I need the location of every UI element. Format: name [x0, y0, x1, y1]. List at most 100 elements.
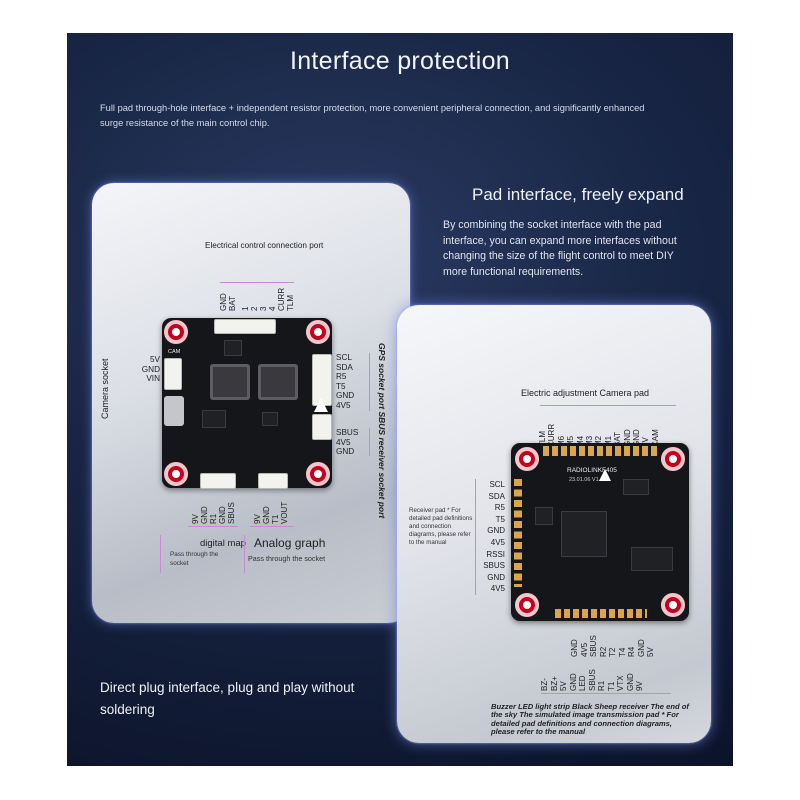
bottom-pad-pin: BZ- [540, 678, 549, 691]
gps-pin: GND [336, 391, 355, 400]
digital-pin: R1 [209, 513, 218, 524]
top-pad-pin: CURR [547, 423, 557, 447]
bottom-pad-pin: SBUS [587, 669, 597, 691]
bottom-pad-pin: BZ+ [549, 676, 559, 691]
left-pad-pin: R5 [494, 503, 505, 513]
esc-pin: 1 [241, 306, 250, 311]
bottom-pad-pin: GND [625, 673, 635, 691]
top-pad-labels: TLM CURR M6 M5 M4 M3 M2 M1 BAT GND GND 5… [538, 409, 660, 447]
pad-interface-desc: By combining the socket interface with t… [443, 219, 677, 278]
bottom-pad-pin: VTX [616, 675, 625, 691]
pad-board-card: Electric adjustment Camera pad TLM CURR … [397, 305, 711, 743]
bottom-pad-pin: R4 [627, 646, 636, 657]
bottom-row2-labels: BZ- BZ+ 5V GND LED SBUS R1 T1 VTX GND 9V [540, 655, 644, 691]
analog-pin: 9V [253, 514, 262, 524]
esc-bracket [220, 282, 294, 283]
left-pad-labels: SCL SDA R5 T5 GND 4V5 RSSI SBUS GND 4V5 [479, 479, 505, 595]
sbus-pin: 4V5 [336, 437, 351, 447]
left-pad-column [514, 479, 522, 587]
gps-pins: SCL SDA R5 T5 GND 4V5 [336, 353, 366, 410]
left-pad-pin: SCL [489, 480, 505, 489]
top-pad-pin: TLM [538, 431, 547, 447]
camera-pin: GND [141, 364, 160, 374]
board-name: RADIOLINKF405 [567, 467, 617, 474]
top-pad-row [543, 446, 657, 456]
mount-hole [661, 593, 685, 617]
esc-pin: TLM [286, 295, 295, 311]
sbus-pin: SBUS [336, 428, 359, 437]
digital-connector [200, 473, 236, 489]
esc-pin: GND [219, 293, 228, 311]
esc-pin: CURR [277, 287, 286, 311]
left-pad-pin: 4V5 [490, 537, 505, 547]
camera-pins: 5V GND VIN [136, 355, 160, 384]
sbus-bracket [369, 428, 370, 456]
analog-pin-labels: 9V GND T1 VOUT [253, 490, 289, 524]
gps-pin: SCL [336, 353, 352, 362]
mount-hole [306, 320, 330, 344]
analog-graph-label: Analog graph [254, 536, 326, 550]
digital-pin-labels: 9V GND R1 GND SBUS [191, 490, 236, 524]
digital-map-sub: Pass through the socket [170, 551, 219, 567]
bottom-pad-pin: GND [636, 639, 646, 657]
digital-bracket [188, 526, 238, 527]
mount-hole [164, 462, 188, 486]
chip [202, 410, 226, 428]
top-pad-pin: CAM [650, 429, 660, 447]
chip [623, 479, 649, 495]
bottom-pad-pin: 5V [559, 681, 568, 691]
pad-interface-heading: Pad interface, freely expand [472, 185, 684, 204]
camera-connector [164, 358, 182, 390]
digital-pin: SBUS [227, 502, 236, 524]
top-pad-bracket [540, 405, 676, 406]
intro-text: Full pad through-hole interface + indepe… [100, 103, 645, 128]
digital-map-label: digital map [200, 538, 246, 549]
flight-controller-board: CAM [162, 318, 332, 489]
radiolink-logo [599, 469, 611, 481]
mount-hole [515, 593, 539, 617]
bottom-pad-pin: 4V5 [579, 642, 589, 657]
bottom-pad-pin: R1 [597, 680, 606, 691]
top-pad-pin: M1 [603, 435, 613, 447]
left-pad-pin: 4V5 [490, 584, 505, 594]
sbus-pin: GND [336, 447, 355, 456]
chip [224, 340, 242, 356]
sbus-pins: SBUS 4V5 GND [336, 428, 366, 457]
top-pad-pin: BAT [613, 432, 623, 447]
chip [535, 507, 553, 525]
bottom-pad-pin: GND [570, 639, 579, 657]
flight-controller-board-pads: RADIOLINKF405 23.01.06 V1.0 [511, 443, 689, 621]
left-pad-bracket [475, 479, 476, 595]
top-pad-pin: M4 [575, 435, 585, 447]
left-pad-pin: GND [487, 572, 505, 582]
top-pad-pin: GND [622, 429, 632, 447]
bottom-pad-pin: GND [568, 673, 578, 691]
analog-side-line [244, 535, 245, 573]
bottom-pad-pin: 9V [635, 681, 644, 691]
top-pad-pin: M3 [584, 435, 594, 447]
camera-pin: VIN [146, 374, 160, 383]
mount-hole [515, 447, 539, 471]
camera-pad-label: Electric adjustment Camera pad [521, 388, 650, 398]
left-pad-pin: GND [487, 526, 505, 536]
top-pad-pin: GND [631, 429, 641, 447]
gps-pin: T5 [336, 381, 346, 391]
inductor [210, 364, 250, 400]
bottom-pad-note: Buzzer LED light strip Black Sheep recei… [491, 702, 689, 737]
top-pad-pin: M6 [556, 435, 566, 447]
esc-pin: 2 [250, 306, 259, 311]
mcu-chip [561, 511, 607, 557]
camera-pin: 5V [149, 355, 160, 364]
esc-port-label: Electrical control connection port [205, 241, 324, 250]
digital-pin: GND [200, 506, 209, 524]
bottom-pad-pin: LED [578, 675, 587, 691]
top-pad-pin: M2 [594, 435, 604, 447]
digital-side-line [160, 535, 161, 573]
bottom-pad-pin: SBUS [589, 635, 598, 657]
page-title: Interface protection [289, 47, 510, 75]
gps-bracket [369, 353, 370, 411]
esc-pin: 4 [268, 306, 277, 311]
analog-connector [258, 473, 288, 489]
left-pad-pin: RSSI [486, 549, 505, 559]
left-pad-pin: SBUS [483, 561, 505, 571]
